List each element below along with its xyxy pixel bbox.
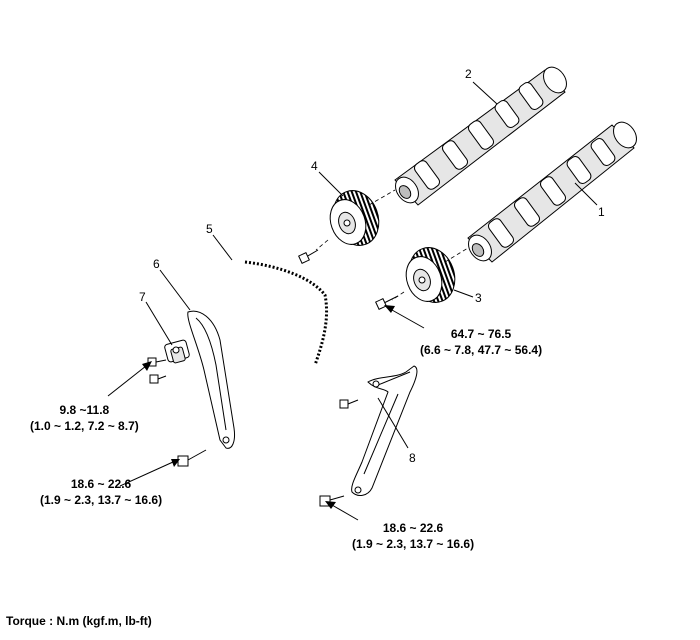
callout-2: 2 [465,67,472,81]
torque-spec-tensioner-bolt: 9.8 ~11.8 (1.0 ~ 1.2, 7.2 ~ 8.7) [30,402,139,434]
callout-8: 8 [409,451,416,465]
exhaust-sprocket-bolt [298,249,319,264]
torque-value-nm: 64.7 ~ 76.5 [450,327,512,341]
intake-cam-sprocket [391,247,469,303]
timing-chain-guide [351,365,418,496]
exhaust-camshaft [394,66,567,206]
torque-value-nm: 9.8 ~11.8 [59,403,110,417]
torque-arrows [107,305,425,521]
torque-value-alt-units: (1.9 ~ 2.3, 13.7 ~ 16.6) [40,493,163,507]
callout-5: 5 [206,222,213,236]
leader-lines [145,81,598,449]
callout-4: 4 [311,159,318,173]
chain-tensioner [164,339,190,364]
torque-value-nm: 18.6 ~ 22.6 [382,521,444,535]
callout-6: 6 [153,257,160,271]
callout-7: 7 [139,290,146,304]
exhaust-cam-sprocket [315,189,396,251]
torque-spec-guide-bolt: 18.6 ~ 22.6 (1.9 ~ 2.3, 13.7 ~ 16.6) [352,520,474,552]
torque-value-nm: 18.6 ~ 22.6 [70,477,132,491]
timing-chain [228,259,329,494]
tensioner-arm [187,310,235,449]
torque-units-legend: Torque : N.m (kgf.m, lb-ft) [6,614,152,628]
callout-3: 3 [475,291,482,305]
intake-sprocket-bolt [375,295,399,310]
torque-spec-arm-bolt: 18.6 ~ 22.6 (1.9 ~ 2.3, 13.7 ~ 16.6) [40,476,162,508]
tensioner-bolts [147,357,167,384]
torque-spec-sprocket-bolt: 64.7 ~ 76.5 (6.6 ~ 7.8, 47.7 ~ 56.4) [420,326,542,358]
torque-value-alt-units: (1.0 ~ 1.2, 7.2 ~ 8.7) [30,419,139,433]
intake-camshaft [467,121,637,263]
tensioner-arm-bolt [177,449,207,467]
torque-value-alt-units: (1.9 ~ 2.3, 13.7 ~ 16.6) [352,537,475,551]
callout-1: 1 [598,205,605,219]
torque-value-alt-units: (6.6 ~ 7.8, 47.7 ~ 56.4) [420,343,543,357]
